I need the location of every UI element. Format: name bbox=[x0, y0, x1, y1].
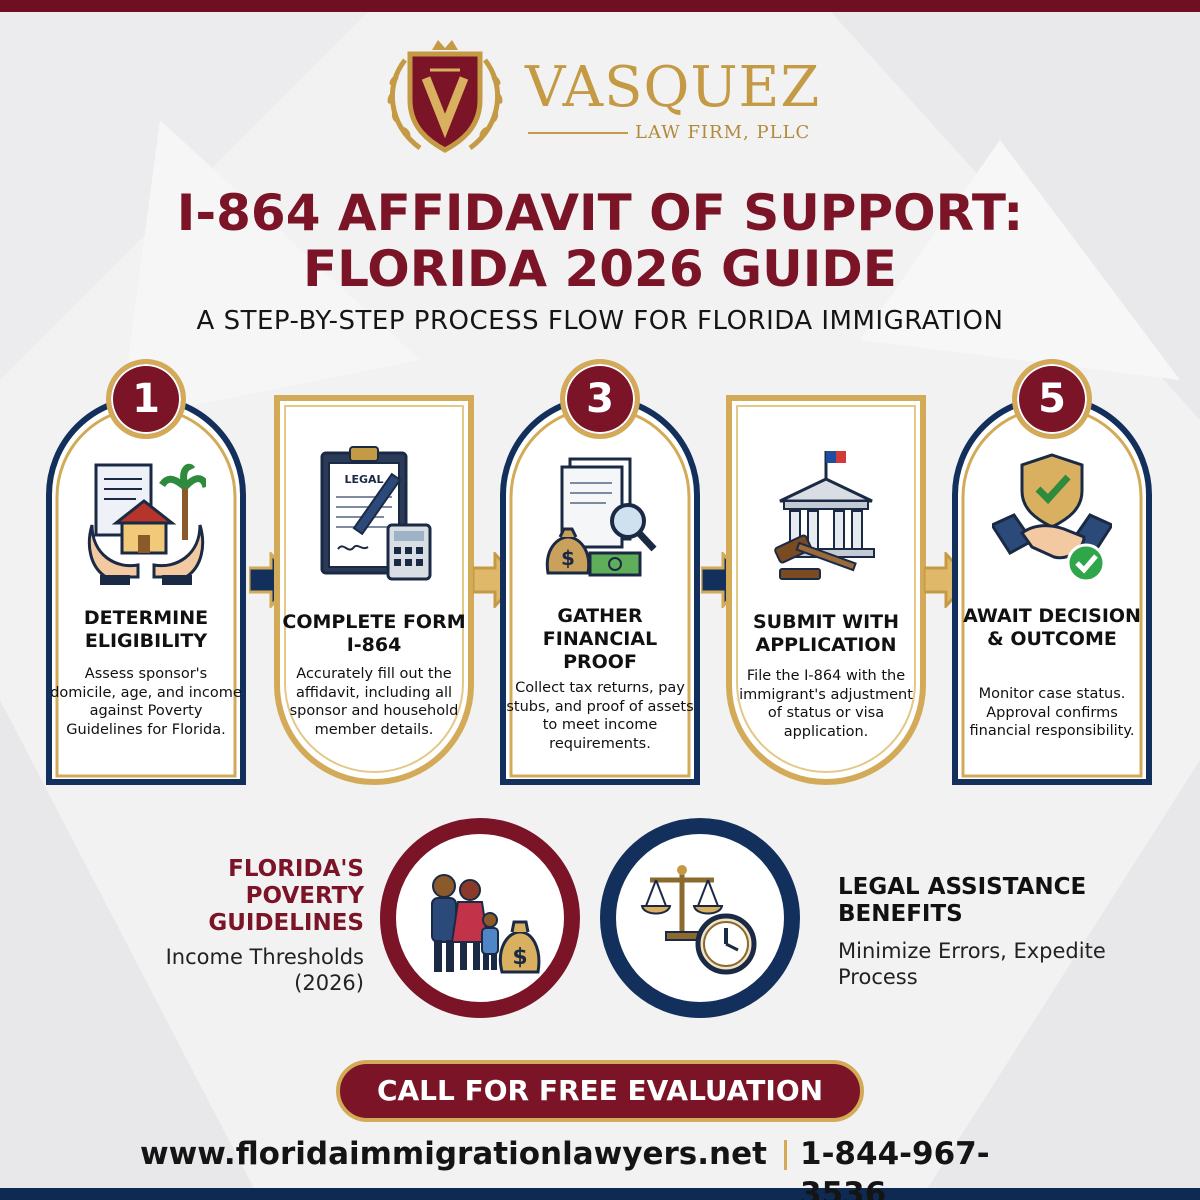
legal-assistance-circle bbox=[600, 818, 800, 1018]
firm-logo: VASQUEZ LAW FIRM, PLLC bbox=[380, 40, 840, 160]
step-title: COMPLETE FORM I-864 bbox=[282, 611, 466, 656]
footer-divider bbox=[784, 1140, 787, 1170]
top-bar bbox=[0, 0, 1200, 12]
phone-number[interactable]: 1-844-967-3536 bbox=[800, 1136, 990, 1200]
bottom-bar bbox=[0, 1188, 1200, 1200]
logo-subtitle: LAW FIRM, PLLC bbox=[635, 122, 811, 143]
step-card-5: 5 AWAIT DECISION & OUTCOME Monitor case … bbox=[952, 359, 1152, 785]
legal-assistance-title: LEGAL ASSISTANCE BENEFITS bbox=[838, 874, 1087, 927]
page-subtitle: A STEP-BY-STEP PROCESS FLOW FOR FLORIDA … bbox=[196, 306, 1004, 336]
step-title: SUBMIT WITH APPLICATION bbox=[752, 611, 900, 656]
legal-clipboard-pen-calculator-icon: LEGAL bbox=[320, 446, 432, 581]
courthouse-gavel-icon bbox=[774, 451, 875, 580]
documents-money-magnifier-icon: $ bbox=[545, 457, 657, 577]
step-card-2: LEGAL COMPLETE FORM I-864 Accurately fil… bbox=[274, 395, 474, 785]
step-title: DETERMINE ELIGIBILITY bbox=[83, 607, 209, 652]
clipboard-label: LEGAL bbox=[344, 473, 383, 486]
step-number-badge: 3 bbox=[560, 359, 640, 439]
step-description: Assess sponsor's domicile, age, and inco… bbox=[50, 666, 242, 738]
logo-rule bbox=[528, 132, 628, 134]
step-description: Collect tax returns, pay stubs, and proo… bbox=[506, 680, 694, 752]
svg-text:$: $ bbox=[561, 546, 575, 570]
free-evaluation-button[interactable]: CALL FOR FREE EVALUATION bbox=[336, 1060, 864, 1122]
step-card-frame bbox=[500, 395, 700, 785]
logo-name: VASQUEZ bbox=[525, 55, 821, 120]
home-hands-palm-icon bbox=[87, 463, 206, 585]
step-number-badge: 1 bbox=[106, 359, 186, 439]
shield-handshake-check-icon bbox=[992, 453, 1112, 583]
step-card-1: 1 DETERMINE ELIGIBILITY Assess sponsor's… bbox=[46, 359, 246, 785]
poverty-guidelines-subtitle: Income Thresholds (2026) bbox=[165, 945, 364, 995]
step-description: Accurately fill out the affidavit, inclu… bbox=[289, 666, 459, 738]
scales-clock-icon bbox=[640, 865, 757, 975]
step-title: GATHER FINANCIAL PROOF bbox=[542, 605, 658, 673]
page-title-line2: FLORIDA 2026 GUIDE bbox=[303, 240, 897, 298]
step-card-3: 3 $ GATHER FINANCIAL PROOF Collect tax r… bbox=[500, 359, 700, 785]
crest-laurel-crown-icon bbox=[387, 40, 503, 153]
website-link[interactable]: www.floridaimmigrationlawyers.net bbox=[140, 1136, 767, 1172]
step-description: File the I-864 with the immigrant's adju… bbox=[739, 668, 913, 740]
svg-text:$: $ bbox=[512, 945, 527, 970]
step-card-4: SUBMIT WITH APPLICATION File the I-864 w… bbox=[726, 395, 926, 785]
step-description: Monitor case status. Approval confirms f… bbox=[969, 686, 1135, 739]
page-title-line1: I-864 AFFIDAVIT OF SUPPORT: bbox=[176, 184, 1024, 242]
step-card-frame bbox=[726, 395, 926, 785]
step-title: AWAIT DECISION & OUTCOME bbox=[963, 605, 1141, 650]
poverty-guidelines-title: FLORIDA'S POVERTY GUIDELINES bbox=[208, 856, 364, 936]
family-money-bag-icon: $ bbox=[431, 874, 541, 974]
step-number-badge: 5 bbox=[1012, 359, 1092, 439]
legal-assistance-subtitle: Minimize Errors, Expedite Process bbox=[838, 939, 1106, 989]
poverty-guidelines-circle: $ bbox=[380, 818, 580, 1018]
